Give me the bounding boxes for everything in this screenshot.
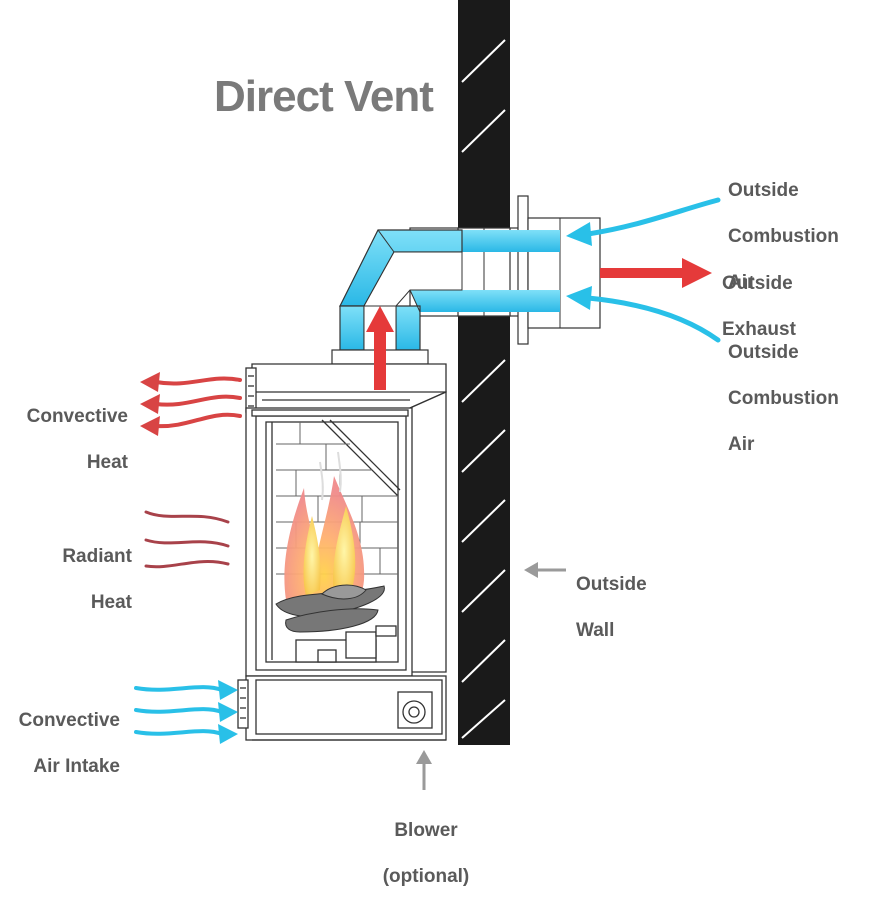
label-blower: Blower (optional) <box>382 820 470 887</box>
exhaust-arrows <box>366 258 712 390</box>
pointer-arrows <box>416 562 566 790</box>
label-outside-combustion-air-top: Outside Combustion Air <box>728 180 839 293</box>
direct-vent-diagram: Direct Vent Outside Combustion Air Outsi… <box>18 0 839 887</box>
convective-air-intake-arrows <box>134 685 224 736</box>
diagram-svg <box>134 0 721 790</box>
fireplace-unit <box>237 363 447 741</box>
label-outside-combustion-air-bottom: Outside Combustion Air <box>728 342 839 455</box>
diagram-title: Direct Vent <box>214 72 434 121</box>
label-outside-exhaust: Outside Exhaust <box>722 273 796 340</box>
combustion-air-arrows <box>585 197 721 343</box>
label-outside-wall: Outside Wall <box>576 574 647 641</box>
vent-pipe <box>331 195 601 365</box>
radiant-heat-waves <box>144 510 230 569</box>
label-radiant-heat: Radiant Heat <box>62 546 132 613</box>
outside-wall <box>458 0 510 745</box>
fire <box>275 451 385 633</box>
convective-heat-arrows <box>154 376 242 429</box>
label-convective-air-intake: Convective Air Intake <box>18 710 120 777</box>
combustion-air-arrowheads <box>566 222 592 310</box>
label-convective-heat: Convective Heat <box>26 406 128 473</box>
